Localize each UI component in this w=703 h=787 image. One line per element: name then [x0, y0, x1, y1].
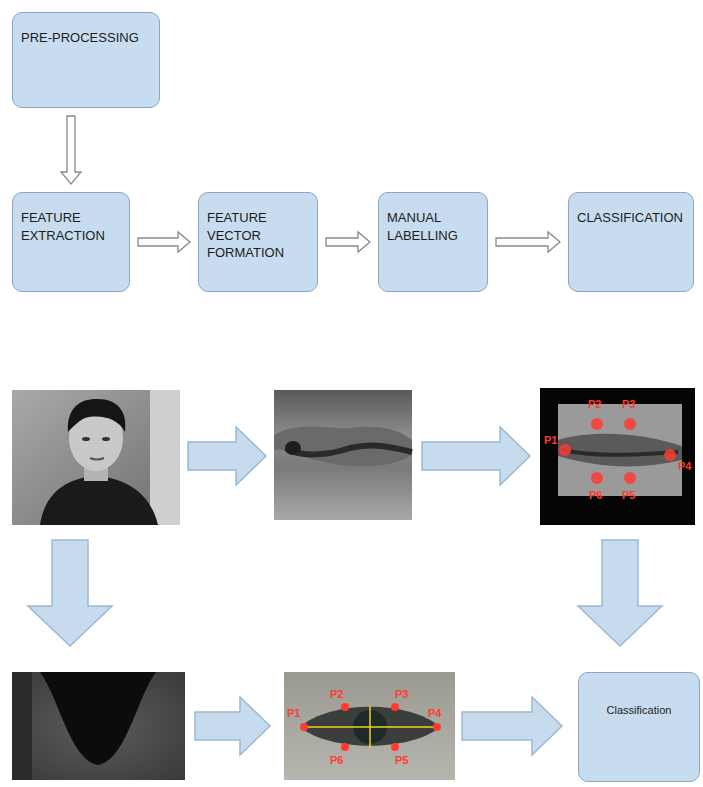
- flow-arrow: [28, 427, 662, 755]
- box-label: FEATURE EXTRACTION: [21, 209, 121, 244]
- landmark-label: P4: [678, 461, 691, 472]
- process-box: FEATURE EXTRACTION: [12, 192, 130, 292]
- landmark-label: P3: [622, 399, 635, 410]
- landmark-label: P2: [330, 689, 343, 700]
- landmark-label: P3: [395, 689, 408, 700]
- landmark-label: P6: [589, 490, 602, 501]
- box-label: CLASSIFICATION: [577, 209, 685, 227]
- eye-landmarks: [284, 672, 455, 780]
- process-box: CLASSIFICATION: [568, 192, 694, 292]
- box-label: FEATURE VECTOR FORMATION: [207, 209, 309, 262]
- box-label: MANUAL LABELLING: [387, 209, 479, 244]
- flow-connector: [138, 232, 190, 252]
- flow-connector: [496, 232, 560, 252]
- process-box: MANUAL LABELLING: [378, 192, 488, 292]
- landmark-label: P2: [588, 399, 601, 410]
- lip-landmarks: [540, 388, 695, 525]
- landmark-label: P5: [622, 490, 635, 501]
- eye-crop: [12, 672, 185, 780]
- classifier-box: Classification: [578, 672, 700, 782]
- lip-crop: [274, 390, 412, 520]
- process-box: PRE-PROCESSING: [12, 12, 160, 108]
- landmark-label: P6: [330, 755, 343, 766]
- box-label: Classification: [587, 703, 691, 718]
- flow-connector: [61, 116, 81, 184]
- face-photo: [12, 390, 180, 525]
- landmark-label: P1: [287, 708, 300, 719]
- landmark-label: P4: [428, 708, 441, 719]
- box-label: PRE-PROCESSING: [21, 29, 151, 47]
- process-box: FEATURE VECTOR FORMATION: [198, 192, 318, 292]
- landmark-label: P5: [395, 755, 408, 766]
- landmark-label: P1: [544, 435, 557, 446]
- flow-connector: [326, 232, 370, 252]
